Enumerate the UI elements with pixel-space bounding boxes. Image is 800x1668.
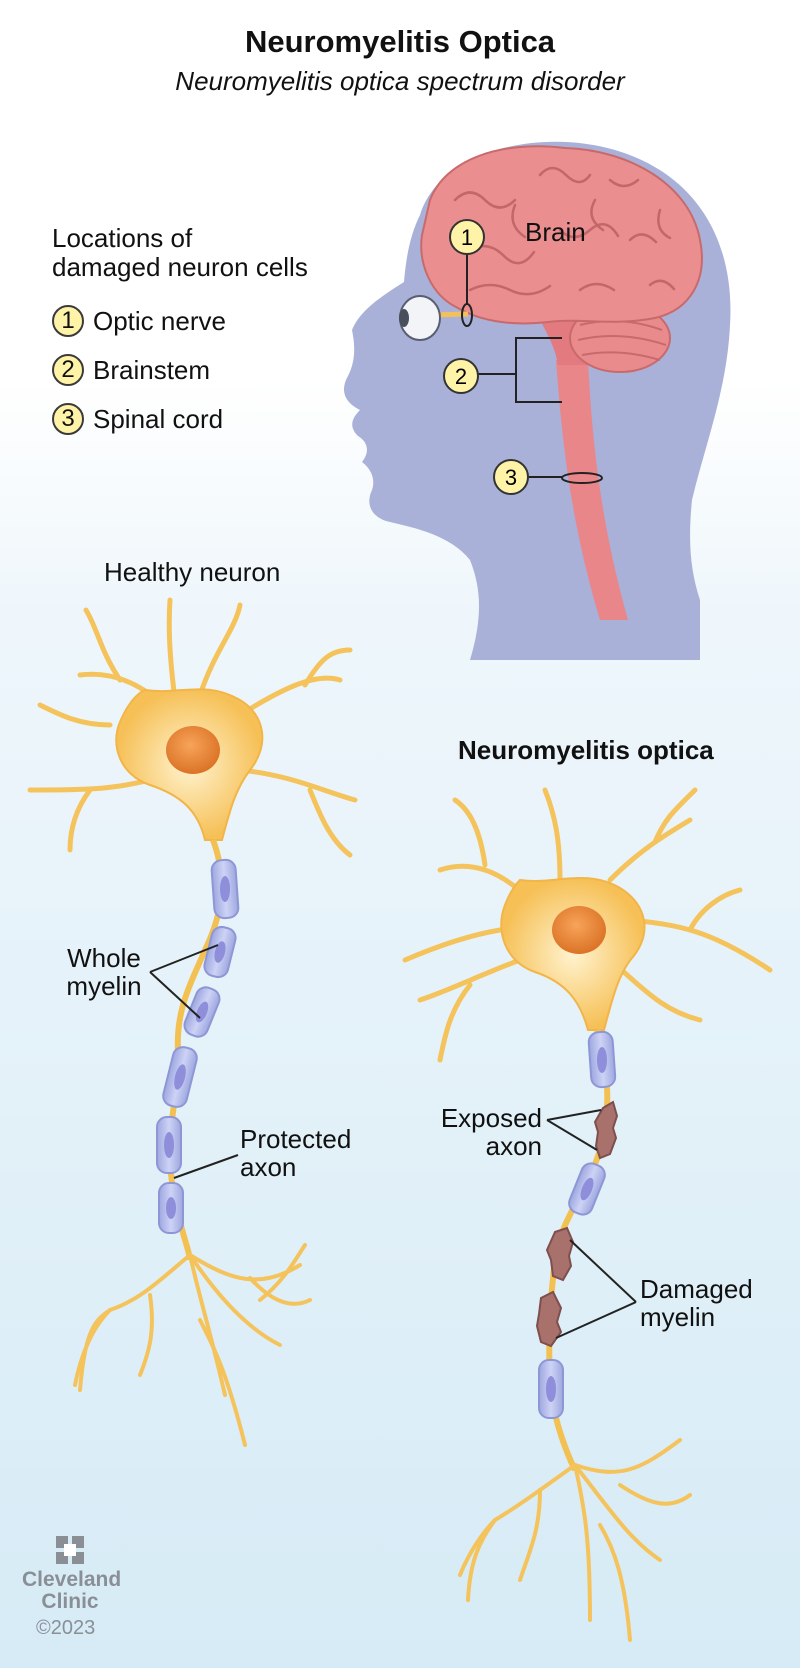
marker-3-number: 3 [505,465,517,490]
legend-item-optic-nerve: 1 Optic nerve [52,303,226,339]
page-subtitle: Neuromyelitis optica spectrum disorder [175,66,625,96]
damaged-myelin-line2: myelin [640,1302,716,1332]
protected-axon-label: Protected axon [240,1125,351,1181]
damaged-myelin-label: Damaged myelin [640,1275,753,1331]
healthy-neuron [27,597,358,1447]
nmo-neuron [402,787,773,1642]
damaged-myelin-line1: Damaged [640,1274,753,1304]
marker-1-circle [449,219,485,255]
marker-2-number: 2 [455,364,467,389]
nmo-neuron-title: Neuromyelitis optica [458,735,714,765]
marker-1-number: 1 [461,225,473,250]
marker-ring-3 [561,472,603,484]
cleveland-clinic-logo: Cleveland Clinic ©2023 [22,1535,122,1640]
exposed-axon-label: Exposed axon [420,1104,542,1160]
legend-heading: Locations of damaged neuron cells [52,224,308,282]
legend-badge-1: 1 [52,305,84,337]
copyright: ©2023 [36,1617,96,1639]
page-title: Neuromyelitis Optica [244,24,556,59]
spinal-cord [556,360,628,620]
logo-line2: Clinic [41,1590,99,1613]
protected-axon-line1: Protected [240,1124,352,1154]
exposed-axon-line2: axon [485,1131,542,1161]
healthy-neuron-title: Healthy neuron [104,557,281,587]
legend-label-3: Spinal cord [93,403,224,434]
whole-myelin-line2: myelin [66,971,142,1001]
legend-item-brainstem: 2 Brainstem [52,352,210,388]
marker-ring-1 [461,303,473,327]
exposed-axon-line1: Exposed [440,1103,542,1133]
protected-axon-line2: axon [240,1152,297,1182]
marker-3-circle [493,459,529,495]
legend-badge-3: 3 [52,403,84,435]
whole-myelin-line1: Whole [67,943,141,973]
cleveland-clinic-logo-icon [56,1536,84,1564]
whole-myelin-label: Whole myelin [58,944,150,1000]
legend-badge-2: 2 [52,354,84,386]
legend-heading-line1: Locations of [52,223,193,253]
brain [420,145,703,325]
legend-label-1: Optic nerve [93,305,226,336]
legend-label-2: Brainstem [93,354,211,385]
legend-heading-line2: damaged neuron cells [52,252,308,282]
marker-2-circle [443,358,479,394]
legend-item-spinal-cord: 3 Spinal cord [52,401,223,437]
logo-line1: Cleveland [22,1568,122,1591]
brain-label: Brain [525,217,586,247]
